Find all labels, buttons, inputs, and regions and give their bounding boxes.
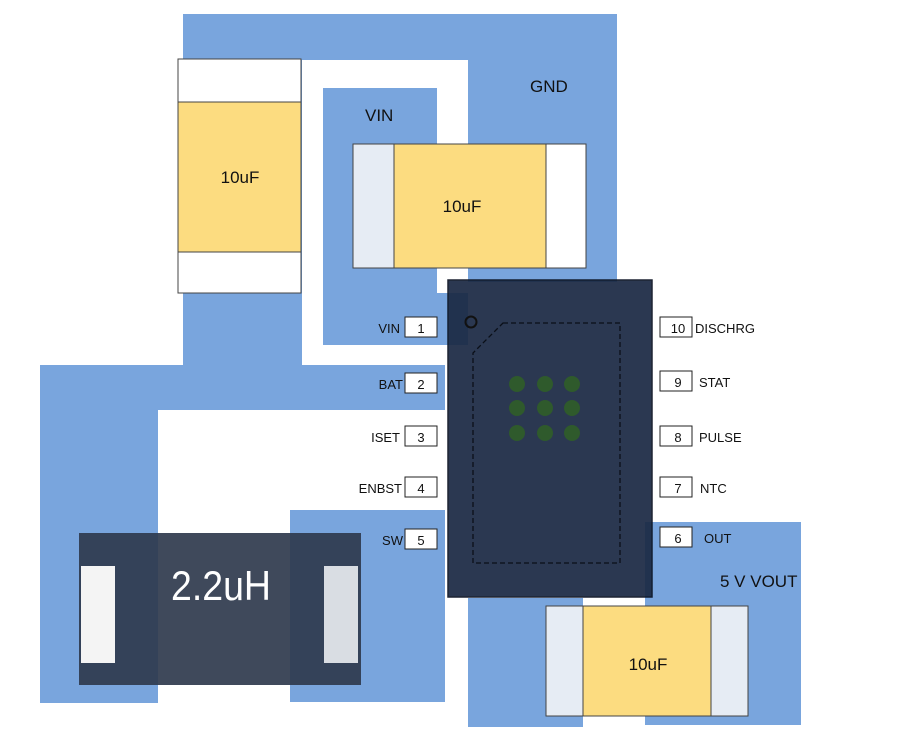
- cap-vin-pad-right: [545, 143, 587, 269]
- svg-text:5: 5: [417, 533, 424, 548]
- pin-9: 9 STAT: [659, 370, 730, 392]
- cap-vin-value: 10uF: [443, 197, 482, 216]
- pin-10-name: DISCHRG: [695, 321, 755, 336]
- pin-2: 2 BAT: [379, 372, 438, 394]
- svg-text:1: 1: [417, 321, 424, 336]
- svg-text:9: 9: [674, 375, 681, 390]
- pin-6-name: OUT: [704, 531, 732, 546]
- vin-label: VIN: [365, 106, 393, 125]
- ic-pins: 1 VIN 2 BAT 3 ISET 4 ENBST 5 SW 10 DISCH…: [359, 316, 755, 550]
- inductor-pad-left: [81, 566, 115, 663]
- pin-8: 8 PULSE: [659, 425, 742, 447]
- cap-out-body: [582, 605, 712, 717]
- cap-out-pad-right: [710, 605, 749, 717]
- svg-text:10: 10: [671, 321, 685, 336]
- cap-vin-body: [393, 143, 547, 269]
- cap-vin-pad-left: [352, 143, 395, 269]
- svg-text:4: 4: [417, 481, 424, 496]
- cap-top-left-pad-bottom: [177, 251, 302, 294]
- pin-6: 6 OUT: [659, 526, 732, 548]
- pin-5-name: SW: [382, 533, 404, 548]
- pin-8-name: PULSE: [699, 430, 742, 445]
- vout-label: 5 V VOUT: [720, 572, 797, 591]
- cap-top-left-body: [177, 101, 302, 253]
- cap-out-pad-left: [545, 605, 584, 717]
- pin-7: 7 NTC: [659, 476, 727, 498]
- svg-text:3: 3: [417, 430, 424, 445]
- pin-7-name: NTC: [700, 481, 727, 496]
- pin-9-name: STAT: [699, 375, 730, 390]
- pin-4-name: ENBST: [359, 481, 402, 496]
- pin-3: 3 ISET: [371, 425, 438, 447]
- svg-text:7: 7: [674, 481, 681, 496]
- pin-4: 4 ENBST: [359, 476, 438, 498]
- pin-1-name: VIN: [378, 321, 400, 336]
- cap-out-value: 10uF: [629, 655, 668, 674]
- thermal-pad-outline: [472, 322, 621, 564]
- inductor-pad-right: [324, 566, 358, 663]
- pin1-marker: [464, 315, 478, 329]
- inductor: 2.2uH: [79, 533, 361, 685]
- thermal-vias: [509, 376, 580, 441]
- cap-top-left-value: 10uF: [221, 168, 260, 187]
- gnd-label: GND: [530, 77, 568, 96]
- svg-text:6: 6: [674, 531, 681, 546]
- svg-text:8: 8: [674, 430, 681, 445]
- pin-5: 5 SW: [382, 528, 438, 550]
- pin-1: 1 VIN: [378, 316, 438, 338]
- capacitor-vin: 10uF: [352, 143, 587, 269]
- pin-10: 10 DISCHRG: [659, 316, 755, 338]
- ic-package: [447, 279, 653, 598]
- capacitor-out: 10uF: [545, 605, 749, 717]
- inductor-value: 2.2uH: [171, 562, 271, 609]
- cap-top-left-pad-top: [177, 58, 302, 103]
- capacitor-top-left: 10uF: [177, 58, 302, 294]
- pin-2-name: BAT: [379, 377, 403, 392]
- svg-text:2: 2: [417, 377, 424, 392]
- inductor-body: [79, 533, 361, 685]
- pin-3-name: ISET: [371, 430, 400, 445]
